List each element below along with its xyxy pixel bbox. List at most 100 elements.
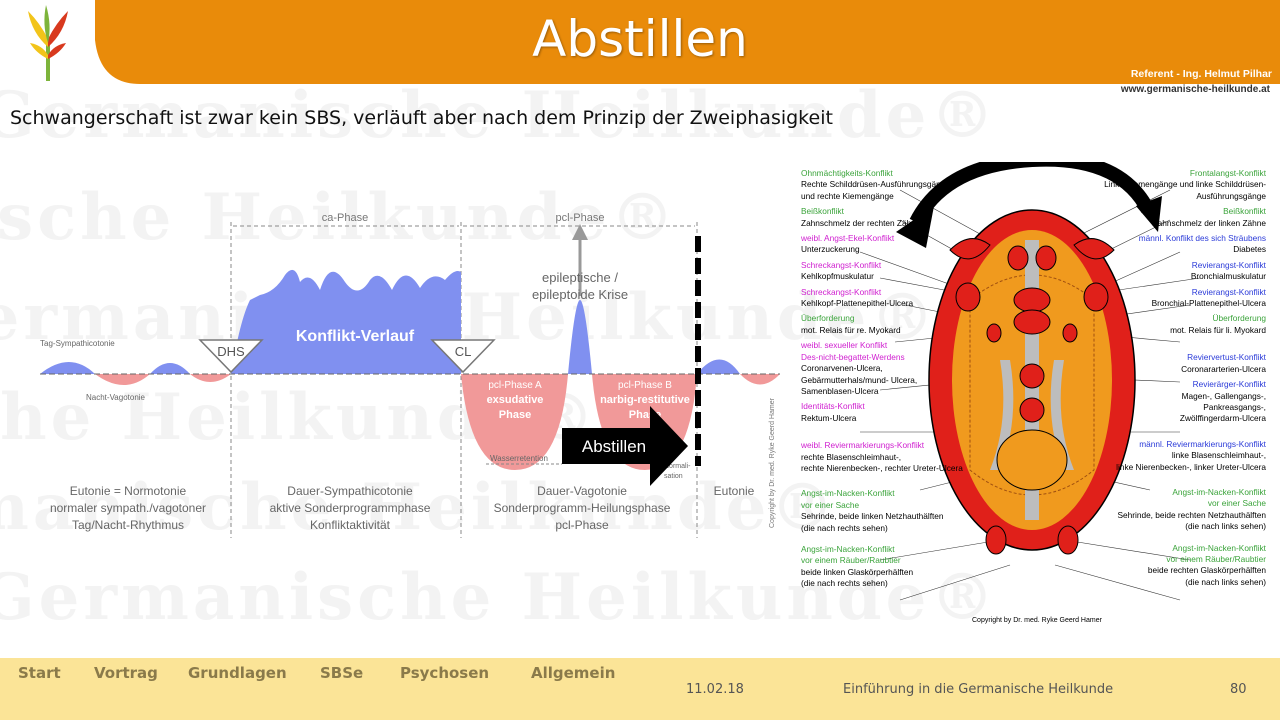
brain-label-title: Angst-im-Nacken-Konflikt [801, 543, 895, 554]
brain-label-desc: Ausführungsgänge [1196, 190, 1266, 201]
nav-start[interactable]: Start [18, 664, 61, 682]
brain-label-desc: Kehlkopf-Plattenepithel-Ulcera [801, 298, 914, 309]
page-title: Abstillen [532, 10, 748, 68]
brain-label-desc: Kehlkopfmuskulatur [801, 271, 874, 282]
brain-label-desc: Bronchialmuskulatur [1190, 271, 1266, 282]
watermark-row-5: Germanische Heilkunde® [0, 470, 839, 545]
brain-label-title: Beißkonflikt [801, 206, 844, 217]
brain-label-title: männl. Reviermarkierungs-Konflikt [1139, 438, 1266, 449]
brain-label-title: Beißkonflikt [1223, 206, 1266, 217]
brain-label-title: Identitäts-Konflikt [801, 401, 865, 412]
brain-label-title: männl. Konflikt des sich Sträubens [1138, 233, 1266, 244]
nav-grundlagen[interactable]: Grundlagen [188, 664, 287, 682]
krise-label-1: epileptische / [542, 270, 618, 285]
watermark-row-2: Germanische Heilkunde® [0, 180, 679, 255]
brain-label-desc: (die nach rechts sehen) [801, 522, 888, 533]
column-eutonie-right: Eutonie [714, 484, 755, 498]
brain-label-desc: Pankreasgangs-, [1203, 401, 1266, 412]
brain-label-desc: Sehrinde, beide rechten Netzhauthälften [1117, 509, 1266, 520]
nav-allgemein[interactable]: Allgemein [531, 664, 616, 682]
subtitle: Schwangerschaft ist zwar kein SBS, verlä… [10, 107, 833, 129]
svg-text:Tag/Nacht-Rhythmus: Tag/Nacht-Rhythmus [72, 518, 184, 532]
svg-text:Dauer-Vagotonie: Dauer-Vagotonie [537, 484, 627, 498]
brain-label-desc: mot. Relais für re. Myokard [801, 324, 901, 335]
brain-label-desc: Linke Kiemengänge und linke Schilddrüsen… [1104, 179, 1266, 190]
brain-label-desc: Zahnschmelz der rechten Zähne [801, 217, 921, 228]
footer-date: 11.02.18 [686, 682, 744, 697]
normalisation-label-1: Normali- [664, 463, 691, 470]
logo-icon [28, 5, 68, 81]
brain-label-desc: Coronararterien-Ulcera [1181, 363, 1266, 374]
column-sympathicotonie: Dauer-Sympathicotonie aktive Sonderprogr… [270, 484, 431, 532]
brain-label-title: Überforderung [1212, 313, 1266, 324]
brain-label-desc: beide linken Glaskörperhälften [801, 566, 914, 577]
brain-label-title: Revierangst-Konflikt [1191, 259, 1266, 270]
brain-label-title: Revierangst-Konflikt [1191, 286, 1266, 297]
brain-label-desc: Diabetes [1233, 244, 1266, 255]
brain-label-desc: linke Nierenbecken-, linker Ureter-Ulcer… [1116, 461, 1266, 472]
svg-text:pcl-Phase: pcl-Phase [555, 518, 609, 532]
brain-label-desc: Sehrinde, beide linken Netzhauthälften [801, 511, 944, 522]
footer-bar [0, 658, 1280, 720]
column-eutonie-left: Eutonie = Normotonie normaler sympath./v… [50, 484, 206, 532]
pcl-a-label-2: exsudative [487, 394, 544, 406]
brain-label-desc: Zahnschmelz der linken Zähne [1152, 217, 1266, 228]
nav-sbse[interactable]: SBSe [320, 664, 364, 682]
wasserretention-label: Wasserretention [490, 454, 548, 463]
brain-label-desc: mot. Relais für li. Myokard [1170, 324, 1266, 335]
brain-label-title: Angst-im-Nacken-Konflikt [1172, 486, 1266, 497]
brain-label-desc: Magen-, Gallengangs-, [1181, 390, 1266, 401]
svg-text:Dauer-Sympathicotonie: Dauer-Sympathicotonie [287, 484, 413, 498]
website-label: www.germanische-heilkunde.at [1120, 84, 1270, 95]
brain-label-left-10: Angst-im-Nacken-Konflikt [801, 488, 1001, 499]
two-phase-diagram: ca-Phase pcl-Phase Tag-Sympathicotonie N… [40, 212, 780, 538]
svg-text:Konfliktaktivität: Konfliktaktivität [310, 518, 391, 532]
svg-text:Eutonie = Normotonie: Eutonie = Normotonie [70, 484, 187, 498]
nav-psychosen[interactable]: Psychosen [400, 664, 490, 682]
brain-label-desc: beide rechten Glaskörperhälften [1147, 565, 1266, 576]
column-vagotonie: Dauer-Vagotonie Sonderprogramm-Heilungsp… [494, 484, 671, 532]
brain-label-title: Revierärger-Konflikt [1192, 379, 1266, 390]
brain-label-desc: Rechte Schilddrüsen-Ausführungsgänge [801, 179, 950, 190]
brain-label-desc: (die nach links sehen) [1185, 576, 1266, 587]
footer-course: Einführung in die Germanische Heilkunde [843, 682, 1114, 697]
brain-label-desc: Gebärmutterhals/mund- Ulcera, [801, 374, 918, 385]
brain-label-desc: rechte Blasenschleimhaut-, [801, 451, 902, 462]
svg-text:Eutonie: Eutonie [714, 484, 755, 498]
brain-label-title: Reviervertust-Konflikt [1187, 352, 1266, 363]
normalisation-label-2: sation [664, 473, 683, 480]
krise-label-2: epileptoide Krise [532, 287, 628, 302]
dhs-label: DHS [217, 344, 245, 359]
watermark-row-1: Germanische Heilkunde® [0, 78, 999, 153]
brain-label-title: vor einem Räuber/Raubtier [1166, 553, 1266, 564]
brain-label-right-11: Angst-im-Nacken-Konflikt [1066, 543, 1266, 554]
brain-label-title: Ohnmächtigkeits-Konflikt [801, 168, 893, 178]
brain-label-desc: Zwölffingerdarm-Ulcera [1179, 413, 1266, 424]
svg-text:Sonderprogramm-Heilungsphase: Sonderprogramm-Heilungsphase [494, 501, 671, 515]
nav-vortrag[interactable]: Vortrag [94, 664, 158, 682]
brain-label-title: Angst-im-Nacken-Konflikt [801, 488, 895, 499]
brain-label-desc: Samenblasen-Ulcera [801, 385, 879, 396]
brain-label-title: vor einer Sache [801, 499, 860, 510]
brain-label-desc: (die nach rechts sehen) [801, 578, 888, 589]
brain-label-title: weibl. sexueller Konflikt [801, 340, 888, 351]
brain-label-title: Angst-im-Nacken-Konflikt [1172, 542, 1266, 553]
brain-label-desc: Coronarvenen-Ulcera, [801, 363, 883, 374]
brain-diagram: Copyright by Dr. med. Ryke Geerd Hamer [859, 162, 1201, 624]
